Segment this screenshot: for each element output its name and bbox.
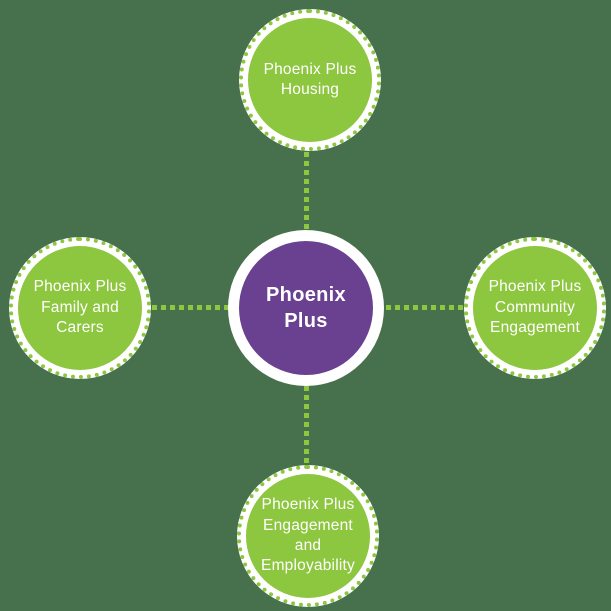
node-housing-circle: Phoenix Plus Housing bbox=[248, 18, 372, 142]
node-housing-label: Phoenix Plus Housing bbox=[263, 60, 357, 98]
center-node-phoenix-plus: Phoenix Plus bbox=[228, 230, 384, 386]
node-community-engagement-label: Phoenix Plus Community Engagement bbox=[488, 278, 582, 337]
node-family-carers-circle: Phoenix Plus Family and Carers bbox=[18, 246, 142, 370]
node-engagement-employability-circle: Phoenix Plus Engagement and Employabilit… bbox=[246, 474, 370, 598]
center-node-circle: Phoenix Plus bbox=[239, 241, 373, 375]
node-community-engagement-circle: Phoenix Plus Community Engagement bbox=[473, 246, 597, 370]
node-family-carers: Phoenix Plus Family and Carers bbox=[9, 237, 151, 379]
node-housing: Phoenix Plus Housing bbox=[239, 9, 381, 151]
center-node-label: Phoenix Plus bbox=[266, 284, 346, 332]
node-community-engagement: Phoenix Plus Community Engagement bbox=[464, 237, 606, 379]
node-family-carers-label: Phoenix Plus Family and Carers bbox=[33, 278, 127, 337]
node-engagement-employability: Phoenix Plus Engagement and Employabilit… bbox=[237, 465, 379, 607]
node-engagement-employability-label: Phoenix Plus Engagement and Employabilit… bbox=[261, 496, 355, 575]
